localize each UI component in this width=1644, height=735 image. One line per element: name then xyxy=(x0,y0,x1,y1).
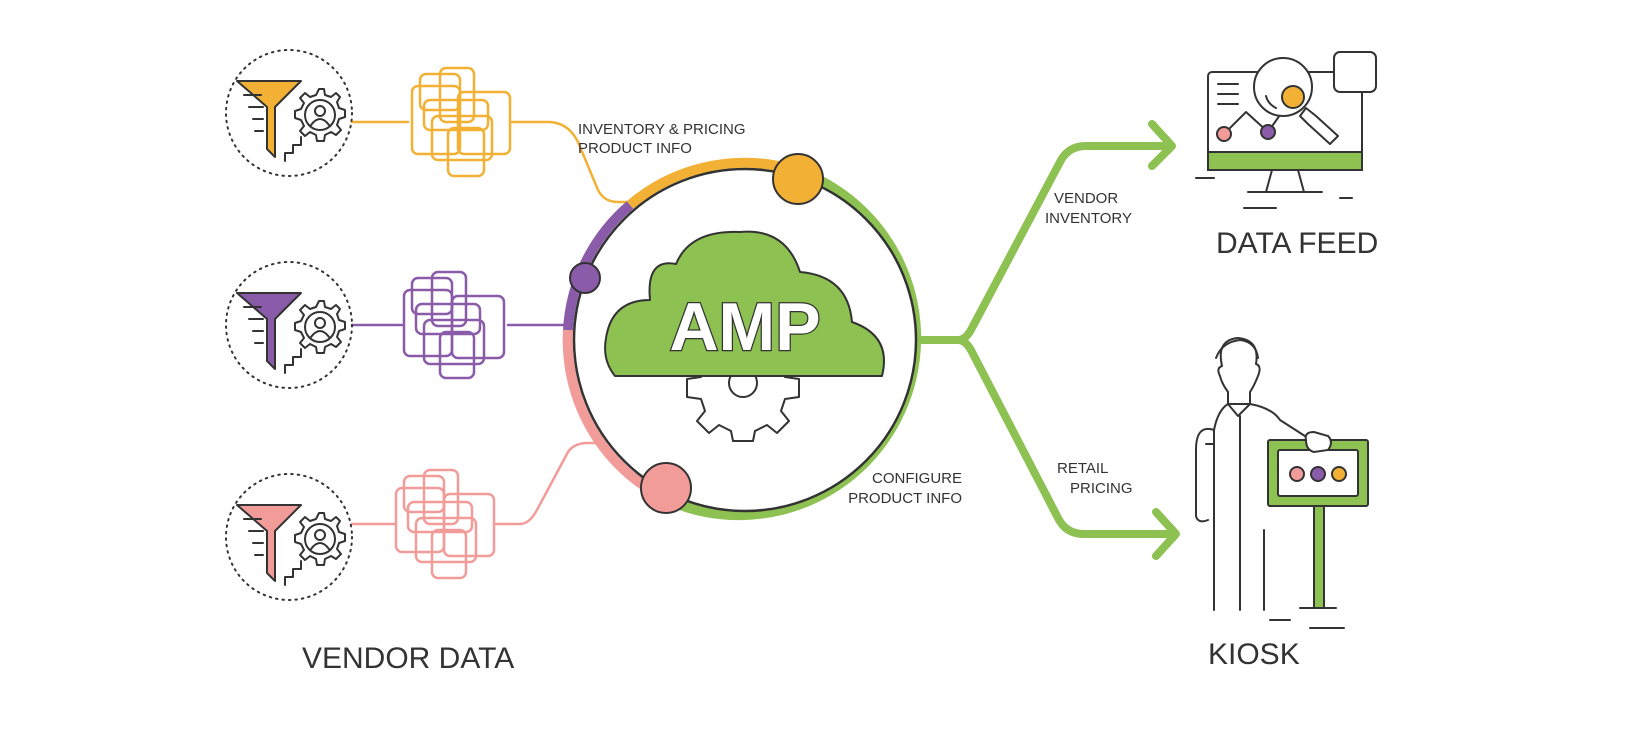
flow-labels: INVENTORY & PRICING PRODUCT INFO CONFIGU… xyxy=(578,121,1133,507)
data-feed-title: DATA FEED xyxy=(1216,227,1378,260)
yellow-flow-path xyxy=(350,120,642,204)
monitor-analytics-icon xyxy=(1195,51,1377,209)
inventory-pricing-label-line2: PRODUCT INFO xyxy=(578,140,692,157)
funnel-gear-icon xyxy=(236,504,346,586)
retail-pricing-label-line2: PRICING xyxy=(1070,480,1133,497)
vendor-inventory-label-line1: VENDOR xyxy=(1054,190,1118,207)
vendor-inventory-label-line2: INVENTORY xyxy=(1045,210,1132,227)
node-purple xyxy=(569,262,601,294)
purple-tangle xyxy=(402,270,506,380)
amp-hub: AMP xyxy=(562,153,922,521)
configure-label-line1: CONFIGURE xyxy=(872,470,962,487)
funnel-gear-icon xyxy=(236,80,346,162)
cloud-icon xyxy=(604,230,885,377)
output-paths xyxy=(918,120,1180,560)
amp-title: AMP xyxy=(669,289,820,365)
ring-arc-purple xyxy=(563,201,634,331)
vendor-source-3 xyxy=(225,473,353,601)
vendor-source-2 xyxy=(225,261,353,389)
output-path-kiosk xyxy=(954,336,1176,538)
section-titles: VENDOR DATA DATA FEED KIOSK xyxy=(302,227,1378,675)
source-paths xyxy=(350,120,642,526)
yellow-tangle xyxy=(410,66,512,178)
funnel-gear-icon xyxy=(236,292,346,374)
vendor-source-1 xyxy=(225,49,353,177)
pink-flow-path xyxy=(350,441,602,526)
pink-tangle xyxy=(394,468,496,580)
node-yellow xyxy=(772,153,824,205)
output-path-datafeed xyxy=(954,142,1172,344)
kiosk-arrowhead-icon xyxy=(1152,508,1180,560)
person-kiosk-icon xyxy=(1195,337,1369,629)
node-pink xyxy=(640,462,692,514)
retail-pricing-label-line1: RETAIL xyxy=(1057,460,1108,477)
kiosk-title: KIOSK xyxy=(1208,638,1300,671)
vendor-data-title: VENDOR DATA xyxy=(302,642,514,675)
inventory-pricing-label-line1: INVENTORY & PRICING xyxy=(578,121,746,138)
configure-label-line2: PRODUCT INFO xyxy=(848,490,962,507)
datafeed-arrowhead-icon xyxy=(1148,120,1176,170)
